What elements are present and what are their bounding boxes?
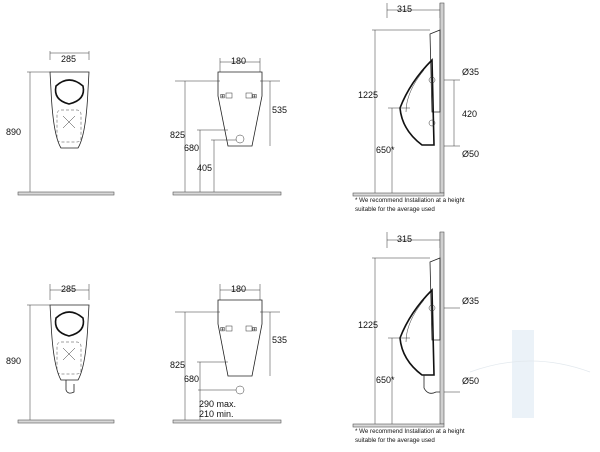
top-side-pipe-gap: 420 (462, 109, 477, 119)
top-rear-h1: 825 (170, 130, 185, 140)
bottom-rear-view: 180 ⊞ ⊞ 535 825 680 290 max. 210 min. (170, 284, 287, 424)
bottom-rear-h1: 825 (170, 360, 185, 370)
top-note-line1: * We recommend Installation at a height (355, 197, 465, 204)
bottom-rear-width: 180 (231, 284, 246, 294)
top-rear-h2: 680 (184, 143, 199, 153)
bottom-side-view: 315 Ø35 Ø50 1225 650* * We recommend Ins… (352, 231, 479, 444)
bottom-side-total: 1225 (358, 320, 378, 330)
bottom-rear-h2: 680 (184, 374, 199, 384)
bottom-rear-max: 290 max. (199, 399, 236, 409)
top-side-pipe-bottom: Ø50 (462, 149, 479, 159)
top-rear-right: 535 (272, 105, 287, 115)
top-side-pipe-top: Ø35 (462, 67, 479, 77)
top-front-view: 285 890 (6, 51, 115, 196)
bottom-rear-min: 210 min. (199, 409, 234, 419)
top-side-view: 315 Ø35 420 Ø50 1225 650* * We recommend… (352, 2, 479, 213)
bottom-side-rim: 650* (376, 375, 395, 385)
svg-text:⊞: ⊞ (252, 93, 257, 100)
bottom-front-height: 890 (6, 356, 21, 366)
top-note-line2: suitable for the average used (355, 206, 435, 213)
bottom-note-line2: suitable for the average used (355, 437, 435, 444)
bottom-front-width: 285 (61, 284, 76, 294)
top-rear-width: 180 (231, 56, 246, 66)
bottom-side-pipe-bottom: Ø50 (462, 376, 479, 386)
top-side-total: 1225 (358, 90, 378, 100)
top-side-depth: 315 (397, 4, 412, 14)
top-front-height: 890 (6, 127, 21, 137)
svg-text:⊞: ⊞ (220, 93, 225, 100)
top-rear-view: 180 ⊞ ⊞ 535 825 680 405 (170, 56, 287, 196)
bottom-note-line1: * We recommend Installation at a height (355, 428, 465, 435)
svg-text:⊞: ⊞ (220, 326, 225, 333)
top-rear-h3: 405 (197, 163, 212, 173)
bottom-side-pipe-top: Ø35 (462, 296, 479, 306)
bottom-rear-right: 535 (272, 335, 287, 345)
top-front-width: 285 (61, 54, 76, 64)
watermark-graphic (469, 330, 591, 418)
bottom-side-depth: 315 (397, 234, 412, 244)
bottom-front-view: 285 890 (6, 284, 115, 424)
svg-text:⊞: ⊞ (252, 326, 257, 333)
top-side-rim: 650* (376, 145, 395, 155)
